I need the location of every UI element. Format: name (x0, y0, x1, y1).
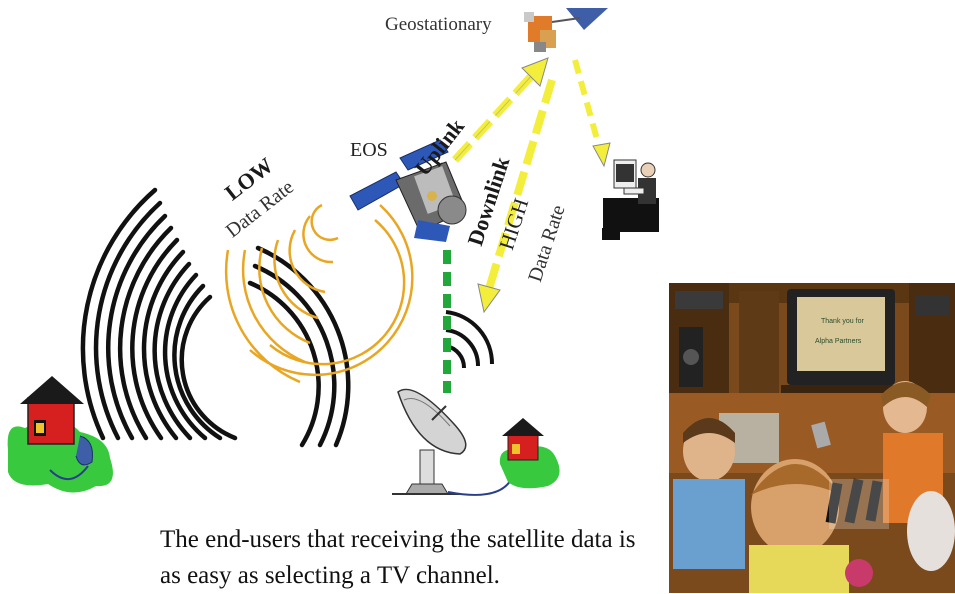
ground-station-arrow (572, 59, 611, 168)
tv-screen-text-1: Thank you for (821, 318, 864, 325)
eos-satellite-icon (349, 139, 467, 242)
left-house-icon (7, 376, 113, 493)
caption: The end-users that receiving the satelli… (160, 522, 636, 594)
family-tv-photo: Thank you for Alpha Partners (669, 283, 955, 593)
tv-screen-text-2: Alpha Partners (815, 338, 862, 345)
eos-label: EOS (350, 139, 388, 161)
orange-low-rate-waves (224, 203, 414, 384)
satellite-dish-icon (392, 388, 513, 496)
geostationary-satellite-icon (524, 8, 608, 52)
geostationary-label: Geostationary (385, 14, 492, 35)
caption-line-2: as easy as selecting a TV channel. (160, 562, 500, 589)
ground-operator-icon (602, 159, 659, 240)
dish-receive-waves (445, 310, 495, 369)
caption-line-1: The end-users that receiving the satelli… (160, 526, 636, 553)
downlink-arrow (477, 78, 556, 314)
right-house-icon (499, 418, 560, 489)
green-beam (443, 250, 451, 393)
black-broadcast-waves (80, 187, 351, 448)
uplink-arrow (452, 57, 549, 163)
